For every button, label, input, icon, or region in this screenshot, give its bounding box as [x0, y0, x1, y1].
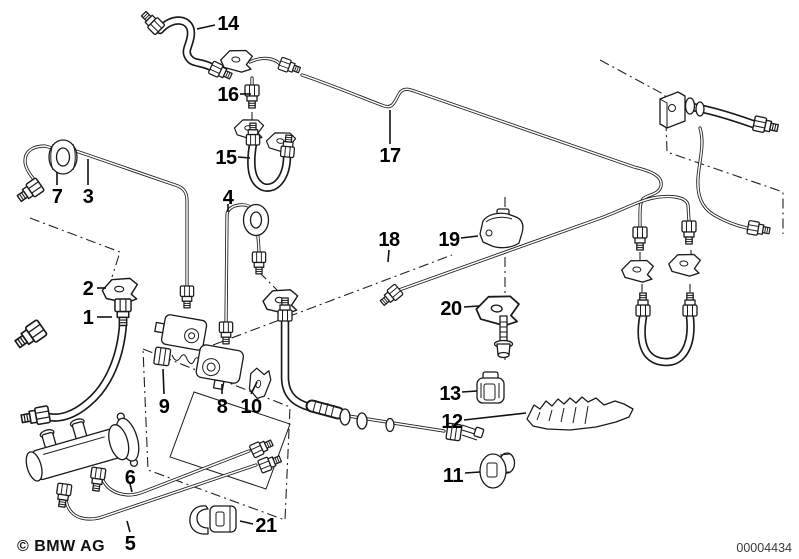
- callout-17[interactable]: 17: [379, 145, 401, 167]
- callout-11[interactable]: 11: [443, 465, 464, 487]
- screw-20: [493, 315, 514, 359]
- callout-19[interactable]: 19: [438, 229, 460, 251]
- callout-leader-9: [162, 368, 165, 395]
- callout-12[interactable]: 12: [441, 411, 463, 433]
- callout-6[interactable]: 6: [125, 467, 137, 489]
- pipe-5-end-fitting: [256, 452, 284, 474]
- callout-15[interactable]: 15: [215, 147, 237, 169]
- callout-8[interactable]: 8: [217, 396, 229, 418]
- bracket-19: [479, 208, 524, 249]
- fitting-7: [14, 176, 46, 206]
- image-number: 00004434: [736, 541, 792, 555]
- front-hose-end-fitting: [445, 422, 485, 442]
- clamp-20: [474, 292, 521, 328]
- pipe-6-end-fitting: [248, 436, 276, 459]
- callout-9[interactable]: 9: [159, 396, 171, 418]
- callout-20[interactable]: 20: [440, 298, 462, 320]
- pipe-3-bottom-fitting: [179, 285, 195, 309]
- copyright-text: © BMW AG: [17, 538, 106, 555]
- pipe-17-end-fitting: [632, 226, 648, 251]
- brake-pipes: [23, 73, 749, 521]
- callout-leader-13: [461, 390, 478, 393]
- brake-pipe-17: [300, 73, 663, 229]
- clip-13: [476, 371, 505, 404]
- brake-pipe-3b: [74, 149, 189, 290]
- callout-18[interactable]: 18: [378, 229, 400, 251]
- callout-leader-11: [464, 471, 481, 474]
- callout-leader-15: [237, 156, 251, 159]
- junction-block-upper: [154, 314, 208, 351]
- callout-leader-18: [387, 249, 390, 263]
- callout-leader-10: [250, 381, 258, 395]
- mc-outlet-fitting-front: [54, 482, 73, 509]
- callout-leader-21: [239, 520, 254, 525]
- bracket-rear-right: [667, 251, 702, 278]
- fitting-16-right: [277, 56, 303, 77]
- brake-pipe-3: [23, 144, 54, 188]
- callout-leader-14: [196, 24, 216, 30]
- callout-leader-12: [463, 412, 527, 421]
- fitting-1: [114, 298, 132, 327]
- bracket-top-right: [659, 91, 686, 129]
- callout-1[interactable]: 1: [83, 307, 95, 329]
- hose-collar-2: [695, 101, 705, 117]
- kit-box: [169, 391, 291, 490]
- callout-2[interactable]: 2: [83, 278, 95, 300]
- callout-14[interactable]: 14: [217, 13, 240, 35]
- hose-ribbed-sleeve: [305, 399, 395, 433]
- pipe-4-lower-fitting: [251, 251, 267, 275]
- callout-leader-19: [460, 235, 479, 239]
- serrated-strip-12: [526, 396, 634, 431]
- grommet-11: [479, 452, 516, 489]
- fitting-left-edge: [11, 318, 49, 353]
- top-right-hose-end-fitting: [751, 115, 780, 136]
- pipe-18-end-fitting: [681, 220, 697, 245]
- mc-outlet-fitting-rear: [88, 466, 107, 493]
- clip-21: [189, 505, 237, 535]
- hose-collar: [684, 97, 696, 115]
- pipe-18-left-fitting: [377, 283, 404, 309]
- callout-leader-5: [126, 520, 131, 533]
- master-cylinder: [25, 412, 140, 482]
- callout-leader-20: [463, 305, 480, 308]
- u-hose-left-fitting: [635, 292, 651, 317]
- union-nut-9: [153, 346, 172, 367]
- hose-1-end-fitting: [19, 404, 52, 428]
- callout-13[interactable]: 13: [439, 383, 461, 405]
- callout-leader-6: [129, 483, 133, 493]
- u-hose-right-fitting: [682, 292, 698, 317]
- rear-connector-fitting: [746, 219, 772, 238]
- callout-4[interactable]: 4: [223, 187, 236, 209]
- fitting-16: [244, 84, 260, 109]
- association-lines: [29, 59, 784, 521]
- callout-16[interactable]: 16: [217, 84, 239, 106]
- junction-block-8: [195, 344, 245, 391]
- pipe-4-bottom-fitting: [218, 321, 234, 345]
- callout-10[interactable]: 10: [240, 396, 262, 418]
- grommet-4: [242, 203, 270, 237]
- callout-3[interactable]: 3: [83, 186, 95, 208]
- bracket-rear-left: [620, 257, 655, 284]
- grommet-7: [48, 139, 78, 175]
- rear-connector-pipe: [696, 126, 749, 230]
- callout-5[interactable]: 5: [125, 533, 137, 555]
- callout-21[interactable]: 21: [255, 515, 277, 537]
- callout-7[interactable]: 7: [52, 186, 64, 208]
